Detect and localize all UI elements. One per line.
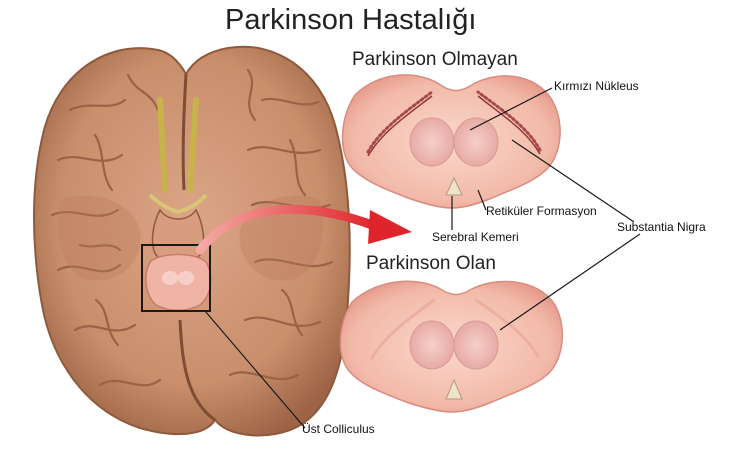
label-reticular-formation: Retiküler Formasyon xyxy=(486,205,597,217)
label-cerebral-peduncle: Serebral Kemeri xyxy=(432,231,519,243)
label-substantia-nigra: Substantia Nigra xyxy=(617,221,706,233)
midbrain-section-without-parkinson xyxy=(343,75,561,208)
panel-title-without-parkinson: Parkinson Olmayan xyxy=(352,50,518,69)
panel-title-with-parkinson: Parkinson Olan xyxy=(366,254,496,273)
label-red-nucleus: Kırmızı Nükleus xyxy=(554,80,639,92)
midbrain-in-brain xyxy=(146,255,211,311)
diagram-title: Parkinson Hastalığı xyxy=(225,6,476,35)
label-superior-colliculus: Üst Colliculus xyxy=(302,423,375,435)
brain-inferior-view xyxy=(34,47,350,436)
leader-substantia-nigra-bottom xyxy=(500,234,640,330)
midbrain-section-with-parkinson xyxy=(340,281,562,412)
